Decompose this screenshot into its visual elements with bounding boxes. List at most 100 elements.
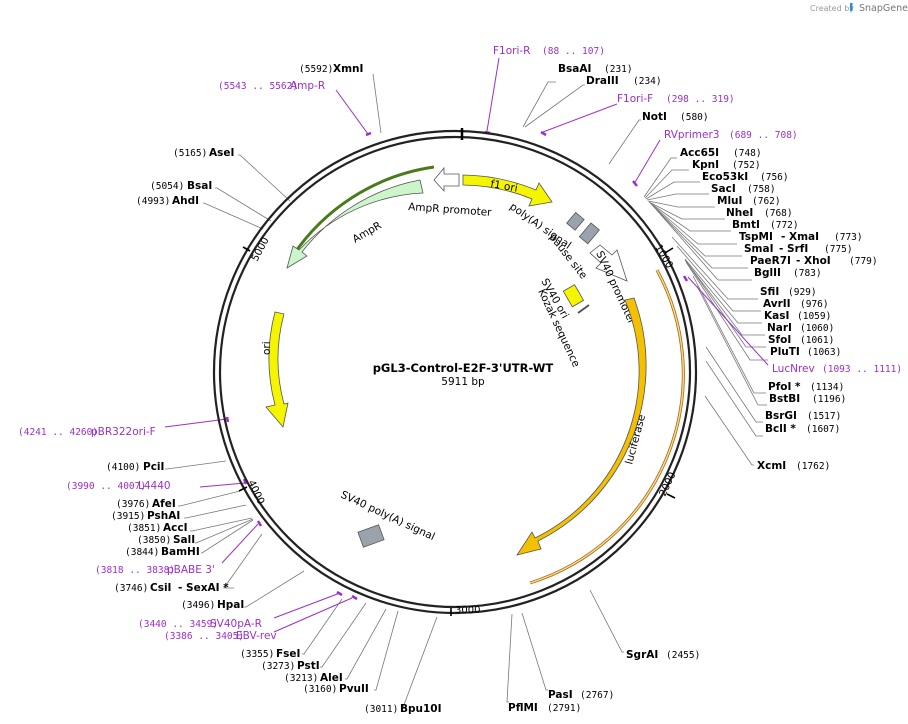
site-pos: (5592) bbox=[299, 64, 333, 75]
site-label[interactable]: AfeI bbox=[152, 498, 176, 510]
site-label[interactable]: AhdI bbox=[172, 195, 199, 207]
site-label[interactable]: BglII bbox=[754, 267, 781, 279]
site-label[interactable]: XmnI bbox=[333, 63, 363, 75]
site-label-2[interactable]: - XhoI bbox=[796, 255, 831, 267]
site-label[interactable]: HpaI bbox=[217, 599, 244, 611]
site-label[interactable]: AvrII bbox=[763, 298, 791, 310]
primer-label[interactable]: LucNrev bbox=[772, 363, 815, 375]
site-pos: (976) bbox=[800, 299, 829, 310]
site-pos: (3746) bbox=[114, 583, 148, 594]
backbone-outer bbox=[212, 129, 698, 615]
site-label[interactable]: SmaI bbox=[744, 243, 774, 255]
site-label-2[interactable]: - SrfI bbox=[779, 243, 808, 255]
site-pos: (3355) bbox=[240, 649, 274, 660]
sv40-promoter-feature[interactable] bbox=[589, 244, 628, 282]
primer-pos: (298 .. 319) bbox=[666, 94, 735, 105]
site-label[interactable]: CsiI bbox=[150, 582, 171, 594]
site-label[interactable]: SgrAI bbox=[626, 649, 658, 661]
sv40-polya-box[interactable] bbox=[357, 524, 385, 548]
site-label[interactable]: MluI bbox=[717, 195, 742, 207]
primer-label[interactable]: F1ori-F bbox=[617, 93, 653, 105]
site-pos: (1063) bbox=[807, 347, 841, 358]
site-pos: (756) bbox=[760, 172, 789, 183]
snapgene-logo: SnapGene bbox=[850, 3, 908, 14]
primer-label[interactable]: SV40pA-R bbox=[210, 618, 262, 630]
site-label[interactable]: Acc65I bbox=[680, 147, 719, 159]
pause-site-box[interactable] bbox=[578, 222, 600, 245]
credit-text: Created by bbox=[810, 4, 854, 13]
site-label[interactable]: PciI bbox=[143, 461, 164, 473]
site-label[interactable]: AseI bbox=[209, 147, 234, 159]
primer-pos: (1093 .. 1111) bbox=[822, 364, 902, 375]
site-label[interactable]: PflMI bbox=[508, 702, 538, 714]
site-pos: (3844) bbox=[125, 547, 159, 558]
site-leaders-left bbox=[165, 73, 438, 711]
site-pos: (779) bbox=[849, 256, 878, 267]
site-label[interactable]: XcmI bbox=[757, 460, 786, 472]
site-label[interactable]: Bpu10I bbox=[400, 703, 442, 715]
site-label[interactable]: FseI bbox=[276, 648, 300, 660]
site-pos: (783) bbox=[793, 268, 822, 279]
ampr-label: AmpR bbox=[351, 220, 384, 246]
f1-ori-feature[interactable] bbox=[462, 174, 553, 207]
primer-label[interactable]: RVprimer3 bbox=[664, 129, 720, 141]
site-label[interactable]: SfiI bbox=[760, 286, 779, 298]
site-label[interactable]: AleI bbox=[320, 672, 343, 684]
site-label-2[interactable]: - SexAI * bbox=[178, 582, 229, 594]
site-label[interactable]: PvuII bbox=[339, 683, 369, 695]
polya-signal-box[interactable] bbox=[566, 211, 585, 231]
ampr-promoter-feature[interactable] bbox=[433, 166, 460, 193]
site-label[interactable]: BsrGI bbox=[765, 410, 797, 422]
site-label[interactable]: SalI bbox=[173, 534, 195, 546]
primer-pos: (3990 .. 4007) bbox=[66, 481, 146, 492]
site-pos: (234) bbox=[633, 76, 662, 87]
site-label[interactable]: PfoI * bbox=[768, 381, 801, 393]
site-label[interactable]: PluTI bbox=[770, 346, 800, 358]
site-label[interactable]: BmtI bbox=[732, 219, 760, 231]
site-pos: (1061) bbox=[800, 335, 834, 346]
luciferase-feature[interactable] bbox=[516, 297, 647, 556]
site-label[interactable]: SfoI bbox=[768, 334, 791, 346]
plasmid-size: 5911 bp bbox=[441, 376, 485, 388]
site-pos: (748) bbox=[733, 148, 762, 159]
site-label[interactable]: PasI bbox=[548, 689, 573, 701]
primer-label[interactable]: pBABE 3' bbox=[167, 564, 215, 576]
primer-label[interactable]: pBR322ori-F bbox=[91, 426, 156, 438]
ori-feature[interactable] bbox=[265, 311, 289, 428]
site-label[interactable]: TspMI bbox=[739, 231, 773, 243]
primer-label[interactable]: EBV-rev bbox=[236, 630, 277, 642]
ampr-promoter-label: AmpR promoter bbox=[408, 201, 493, 219]
site-pos: (752) bbox=[732, 160, 761, 171]
site-label[interactable]: BstBI bbox=[769, 393, 800, 405]
ampr-feature[interactable] bbox=[286, 179, 424, 269]
site-label-2[interactable]: - XmaI bbox=[781, 231, 819, 243]
site-label[interactable]: Eco53kI bbox=[702, 171, 748, 183]
site-pos: (5165) bbox=[173, 148, 207, 159]
site-label[interactable]: PaeR7I bbox=[750, 255, 791, 267]
primer-label[interactable]: Amp-R bbox=[290, 80, 325, 92]
site-label[interactable]: NheI bbox=[726, 207, 753, 219]
site-label[interactable]: KpnI bbox=[692, 159, 719, 171]
primer-pos: (5543 .. 5562) bbox=[218, 81, 298, 92]
site-pos: (3496) bbox=[181, 600, 215, 611]
kozak-mark[interactable] bbox=[577, 304, 590, 314]
site-label[interactable]: NarI bbox=[767, 322, 792, 334]
site-label[interactable]: AccI bbox=[163, 522, 187, 534]
site-label[interactable]: BsaAI bbox=[558, 63, 591, 75]
primer-label[interactable]: L4440 bbox=[138, 480, 171, 492]
sv40-ori-box[interactable] bbox=[562, 284, 585, 308]
site-label[interactable]: BsaI bbox=[187, 180, 212, 192]
luciferase-outline-inner bbox=[529, 269, 685, 584]
site-label[interactable]: PshAI bbox=[147, 510, 180, 522]
tick-1000: 1000 bbox=[652, 243, 674, 271]
plasmid-name: pGL3-Control-E2F-3'UTR-WT bbox=[373, 361, 554, 375]
site-label[interactable]: NotI bbox=[642, 111, 667, 123]
primer-label[interactable]: F1ori-R bbox=[493, 45, 530, 57]
site-label[interactable]: SacI bbox=[711, 183, 736, 195]
site-label[interactable]: BclI * bbox=[765, 423, 796, 435]
site-pos: (1762) bbox=[796, 461, 830, 472]
site-label[interactable]: DraIII bbox=[586, 75, 619, 87]
site-label[interactable]: BamHI bbox=[161, 546, 200, 558]
site-label[interactable]: PstI bbox=[297, 660, 320, 672]
site-label[interactable]: KasI bbox=[764, 310, 789, 322]
